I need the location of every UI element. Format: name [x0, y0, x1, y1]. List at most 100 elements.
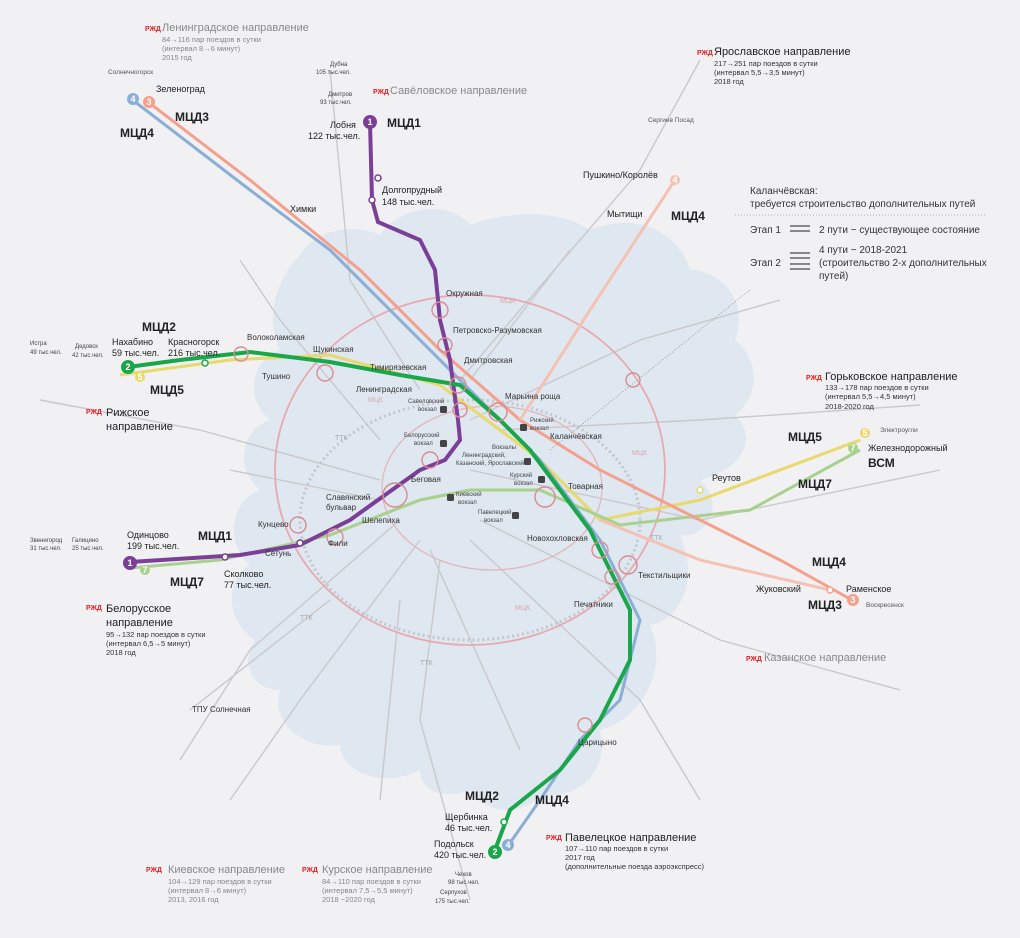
- svg-text:Киевский: Киевский: [456, 491, 482, 498]
- svg-text:МЦД4: МЦД4: [120, 126, 154, 140]
- svg-text:Кунцево: Кунцево: [258, 520, 289, 529]
- svg-text:вокзал: вокзал: [414, 441, 433, 447]
- svg-text:Ленинградская: Ленинградская: [356, 385, 412, 394]
- svg-text:МЦД1: МЦД1: [387, 116, 421, 130]
- ttk-label-e: ТТК: [650, 535, 664, 542]
- svg-text:Казанский, Ярославский: Казанский, Ярославский: [456, 460, 524, 467]
- svg-text:Славянский: Славянский: [326, 493, 370, 502]
- svg-text:(дополнительные поезда аэроэкс: (дополнительные поезда аэроэкспресс): [565, 862, 704, 871]
- svg-text:Подольск: Подольск: [434, 839, 474, 849]
- svg-text:Горьковское направление: Горьковское направление: [825, 371, 958, 383]
- train-icon: [524, 458, 531, 465]
- svg-text:107→110 пар поездов в сутки: 107→110 пар поездов в сутки: [565, 844, 668, 853]
- svg-text:2015 год: 2015 год: [162, 53, 192, 62]
- svg-text:(интервал 5,5→3,5 минут): (интервал 5,5→3,5 минут): [714, 68, 805, 77]
- svg-text:Белорусское: Белорусское: [106, 603, 171, 615]
- direction-kazan: РЖД Казанское направление: [746, 652, 886, 664]
- svg-text:ВСМ: ВСМ: [868, 456, 895, 470]
- svg-text:Фили: Фили: [328, 539, 348, 548]
- svg-text:5: 5: [862, 428, 867, 438]
- rzd-logo-icon: РЖД: [86, 409, 102, 416]
- svg-text:Ярославское направление: Ярославское направление: [714, 46, 851, 58]
- rzd-logo-icon: РЖД: [302, 867, 318, 874]
- svg-text:Царицыно: Царицыно: [578, 738, 617, 747]
- direction-kursk: РЖД Курское направление 84→110 пар поезд…: [302, 864, 432, 904]
- svg-text:Дмитров: Дмитров: [328, 92, 352, 98]
- direction-leningrad: РЖД Ленинградское направление 84→116 пар…: [145, 22, 309, 62]
- direction-savelovo: РЖД Савёловское направление: [373, 85, 527, 97]
- badge-mcd3-nw: [143, 96, 155, 108]
- svg-text:Сетунь: Сетунь: [265, 549, 291, 558]
- svg-text:2017 год: 2017 год: [565, 853, 595, 862]
- svg-text:2018 −2020 год: 2018 −2020 год: [322, 895, 375, 904]
- svg-text:Реутов: Реутов: [712, 473, 741, 483]
- ttk-label-w: ТТК: [335, 435, 349, 442]
- svg-text:Дмитровская: Дмитровская: [464, 356, 513, 365]
- svg-text:Звенигород: Звенигород: [30, 538, 63, 544]
- svg-text:Зеленоград: Зеленоград: [156, 84, 206, 94]
- svg-text:Вокзалы: Вокзалы: [492, 445, 516, 451]
- svg-text:133→178 пар поездов в сутки: 133→178 пар поездов в сутки: [825, 383, 929, 392]
- direction-gorky: РЖД Горьковское направление 133→178 пар …: [806, 371, 958, 411]
- svg-text:Курский: Курский: [510, 472, 532, 479]
- badge-mcd1-north: [363, 115, 377, 129]
- svg-text:Долгопрудный: Долгопрудный: [382, 185, 442, 195]
- station-labels: Солнечногорск Зеленоград Дубна 105 тыс.ч…: [30, 62, 918, 905]
- svg-text:Лобня: Лобня: [330, 120, 356, 130]
- mck-label-w: МЦК: [368, 397, 384, 404]
- svg-text:Дубна: Дубна: [330, 62, 348, 68]
- svg-text:Ленинградское направление: Ленинградское направление: [162, 22, 309, 34]
- badge-mcd1-west: [123, 556, 137, 570]
- svg-text:Павелецкий: Павелецкий: [478, 509, 512, 516]
- svg-text:31 тыс.чел.: 31 тыс.чел.: [30, 546, 62, 552]
- svg-text:2018-2020 год: 2018-2020 год: [825, 402, 875, 411]
- svg-text:(интервал 7,5→5,5 минут): (интервал 7,5→5,5 минут): [322, 886, 413, 895]
- svg-text:Казанское направление: Казанское направление: [764, 652, 886, 664]
- svg-text:46 тыс.чел.: 46 тыс.чел.: [445, 823, 492, 833]
- kalanchevskaya-legend: Каланчёвская: требуется строительство до…: [549, 186, 987, 451]
- svg-text:вокзал: вокзал: [418, 407, 437, 413]
- svg-text:84→116 пар поездов в сутки: 84→116 пар поездов в сутки: [162, 35, 261, 44]
- svg-text:Красногорск: Красногорск: [168, 337, 219, 347]
- svg-text:2 пути − существующее состояни: 2 пути − существующее состояние: [819, 225, 980, 236]
- svg-text:Белорусский: Белорусский: [404, 432, 440, 439]
- svg-text:Жуковский: Жуковский: [756, 584, 801, 594]
- svg-text:МЦД2: МЦД2: [465, 789, 499, 803]
- rzd-logo-icon: РЖД: [746, 656, 762, 663]
- svg-text:Курское направление: Курское направление: [322, 864, 432, 876]
- svg-text:Савёловское направление: Савёловское направление: [390, 85, 527, 97]
- ttk-label-sw: ТТК: [300, 615, 314, 622]
- svg-text:420 тыс.чел.: 420 тыс.чел.: [434, 850, 486, 860]
- svg-text:Этап 1: Этап 1: [750, 225, 781, 236]
- svg-text:(интервал 6,5→5 минут): (интервал 6,5→5 минут): [106, 639, 191, 648]
- svg-text:МЦД3: МЦД3: [808, 598, 842, 612]
- direction-belarus: РЖД Белорусское направление 95→132 пар п…: [86, 603, 206, 657]
- svg-text:Печатники: Печатники: [574, 600, 613, 609]
- svg-text:4: 4: [130, 94, 135, 104]
- svg-text:Электроугли: Электроугли: [880, 427, 918, 434]
- mcd-line-labels: МЦД1 МЦД1 МЦД2 МЦД2 МЦД3 МЦД3 МЦД4 МЦД4 …: [120, 110, 948, 807]
- svg-text:МЦД7: МЦД7: [798, 477, 832, 491]
- svg-text:2013, 2016 год: 2013, 2016 год: [168, 895, 219, 904]
- svg-text:Щербинка: Щербинка: [445, 812, 488, 822]
- two-tracks-icon: [790, 225, 810, 232]
- svg-text:105 тыс.чел.: 105 тыс.чел.: [316, 70, 351, 76]
- train-icon: [512, 512, 519, 519]
- svg-text:Щукинская: Щукинская: [313, 345, 354, 354]
- svg-text:МЦД7: МЦД7: [170, 575, 204, 589]
- mcd4-ne-line: [518, 179, 677, 421]
- four-tracks-icon: [790, 252, 810, 270]
- svg-text:вокзал: вокзал: [484, 518, 503, 524]
- line-number-badges: 1 1 2 2 4 3 4 3 5 7 5 7 4: [121, 93, 870, 859]
- train-icon: [440, 440, 447, 447]
- mcd4-se-line: [599, 518, 831, 592]
- svg-text:Солнечногорск: Солнечногорск: [108, 69, 153, 76]
- direction-yaroslavl: РЖД Ярославское направление 217→251 пар …: [697, 46, 851, 86]
- svg-text:2: 2: [125, 362, 130, 372]
- svg-text:Железнодорожный: Железнодорожный: [868, 443, 948, 453]
- badge-mcd2-south: [488, 845, 502, 859]
- badge-mcd4-ne: [670, 175, 680, 185]
- mck-ring: [274, 294, 666, 646]
- svg-text:Серпухов: Серпухов: [440, 890, 467, 896]
